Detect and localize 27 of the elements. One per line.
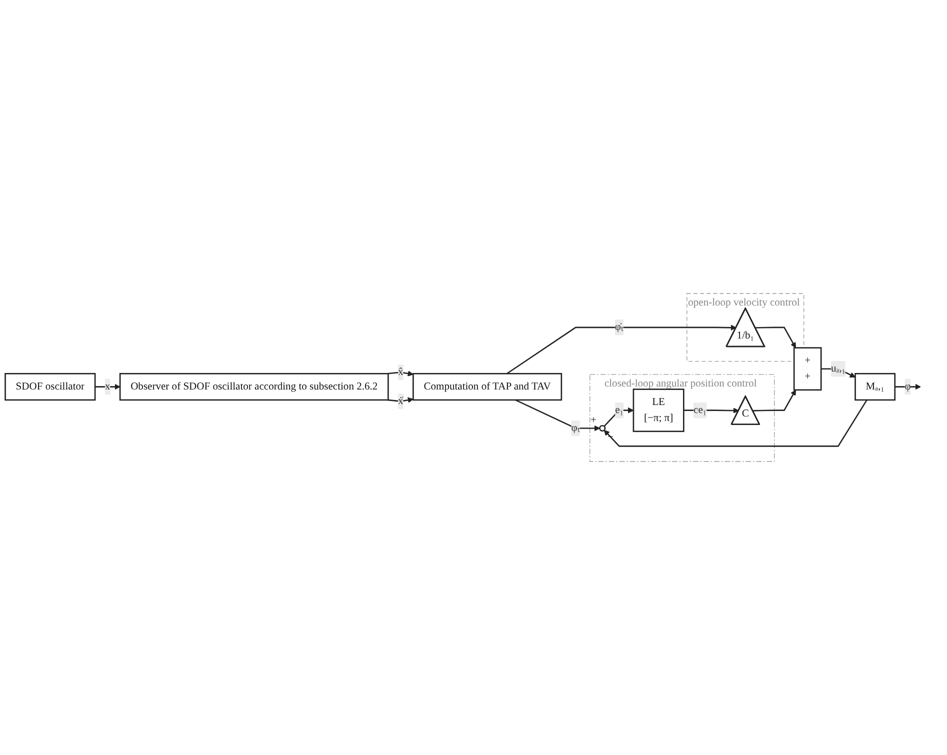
arrow bbox=[821, 368, 856, 378]
edge-label: x bbox=[104, 380, 110, 392]
node-box: + + bbox=[793, 347, 822, 391]
node-box: SDOF oscillator bbox=[4, 372, 96, 401]
arrow bbox=[752, 390, 796, 412]
arrow bbox=[515, 399, 600, 432]
edge-label: e₁ bbox=[615, 404, 624, 416]
node-box: LE [−π; π] bbox=[632, 388, 684, 432]
edge-label: x̂ bbox=[398, 366, 404, 378]
arrow bbox=[506, 324, 736, 374]
arrow bbox=[387, 397, 414, 403]
edge-label: φ bbox=[904, 380, 911, 392]
node-box: Computation of TAP and TAV bbox=[412, 372, 562, 401]
edge-label: ce₁ bbox=[694, 404, 707, 416]
arrow bbox=[604, 407, 634, 427]
edge-label: uₐ,₁ bbox=[830, 362, 846, 374]
node-label: − bbox=[608, 432, 614, 444]
arrow bbox=[755, 326, 796, 348]
node-circle bbox=[599, 424, 606, 432]
arrow bbox=[684, 408, 739, 414]
edge-label: φ̇ₜ bbox=[614, 321, 624, 333]
edge-label: φₜ bbox=[571, 422, 580, 434]
node-box: Mₐ,₁ bbox=[854, 372, 896, 401]
node-box: Observer of SDOF oscillator according to subsection 2.6.2 bbox=[119, 372, 389, 401]
arrow bbox=[604, 400, 868, 447]
edge-label: ẋ̂ bbox=[398, 395, 404, 407]
node-label: + bbox=[590, 414, 596, 426]
